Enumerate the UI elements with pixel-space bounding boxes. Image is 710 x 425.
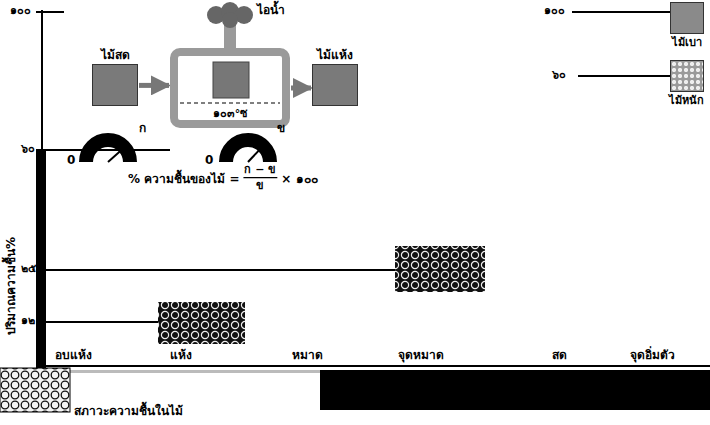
scale-needle [108,146,126,162]
wood-label: ไม้แห้ง [317,48,353,62]
axis-category: จุดหมาด [398,348,444,362]
wood-cells [0,368,70,412]
tick-label: ๑๐๐ [10,4,31,17]
light-wood-sample [670,2,704,34]
oven-temperature: ๑๐๓°ซ [213,107,248,120]
light-wood-box: ไม้เบา [670,2,704,49]
fraction-bar [243,177,277,178]
scale-zero: 0 [205,153,213,167]
scale-letter: ข [277,121,285,135]
wood-label: ไม้สด [101,48,130,62]
x-axis [42,365,710,367]
tick-line [578,75,672,77]
steam-cloud [222,12,238,28]
axis-category: หมาด [292,348,323,362]
wood-sample [213,62,249,98]
oven-box: ๑๐๓°ซ [170,48,290,128]
axis-category: สด [552,348,567,362]
tick-label: ๑๐๐ [544,4,565,17]
wood-cells [158,302,245,344]
axis-category: แห้ง [170,348,192,362]
fraction-layer [243,177,277,178]
axis-category: อบแห้ง [55,348,92,362]
wood-label: ไม้หนัก [669,94,704,107]
wood-cells [395,246,485,292]
fresh-wood-box: ไม้สด [92,48,138,106]
tick-label: ๒๕ [21,262,36,275]
tick-label: ๖๐ [21,142,35,155]
tick-line [36,269,395,271]
tick-line [36,321,158,323]
tick-line [572,11,672,13]
scale-letter: ก [139,121,146,135]
scale-dial [226,140,270,162]
process-arrow [139,83,169,88]
tick-line [36,11,64,13]
dry-wood-box: ไม้แห้ง [312,48,358,106]
formula-text: % ความชื้นของไม้ = [128,172,239,186]
scale-dial [86,140,130,162]
formula-numerator: ก − ข [244,163,276,176]
process-arrow [291,86,311,91]
fresh-wood-sample [92,64,138,106]
steam-label: ไอน้ำ [257,3,285,17]
axis-category: จุดอิ่มตัว [630,348,675,362]
wood-label: ไม้เบา [672,36,702,49]
scale-zero: 0 [67,153,75,167]
heavy-wood-box: ไม้หนัก [669,60,704,107]
tick-label: ๖๐ [552,68,566,81]
scale-needle [248,145,264,162]
moisture-band-edge [70,370,320,373]
tick-line [36,149,170,151]
y-axis-bar [36,150,46,368]
oven-shelf [180,102,280,104]
y-axis [41,10,43,150]
formula-text: × ๑๐๐ [281,172,317,186]
heavy-wood-sample [670,60,704,92]
tick-label: ๑๒ [21,314,35,327]
axis-title: ปริมาณความชื้น% [4,237,18,335]
moisture-band [320,370,710,410]
axis-caption: สภาวะความชื้นในไม้ [74,404,183,418]
formula-denominator: ข [256,179,264,192]
dry-wood-sample [312,64,358,106]
